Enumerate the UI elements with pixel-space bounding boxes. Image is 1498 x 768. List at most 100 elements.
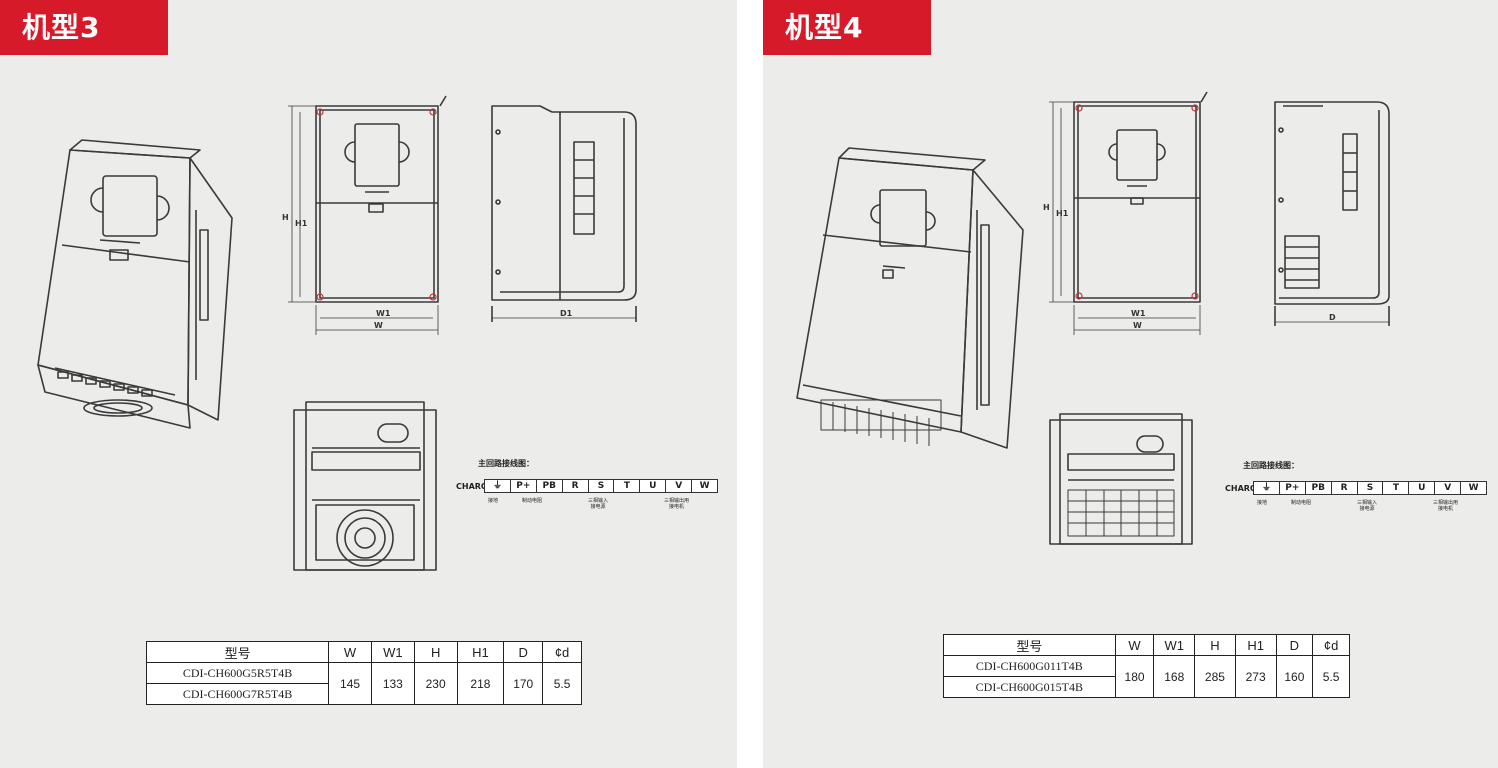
note-input: 三相输入 接电源 <box>588 498 609 510</box>
col-w: W <box>1114 634 1155 656</box>
terminal-ground: ⏚ <box>1254 482 1280 494</box>
perspective-view <box>796 147 1024 449</box>
side-view <box>1274 101 1390 326</box>
dim-d1: D1 <box>560 309 573 318</box>
dim-h: H <box>1043 203 1050 212</box>
dim-w: W <box>374 321 383 330</box>
note-input: 三相输入 接电源 <box>1357 500 1378 512</box>
front-view-mounting-holes <box>1075 104 1199 300</box>
dim-w: W <box>1133 321 1142 330</box>
terminal-u: U <box>1409 482 1436 494</box>
col-h1: H1 <box>1234 634 1277 656</box>
col-d: D <box>503 641 544 663</box>
front-view-mounting-holes <box>316 108 437 301</box>
terminal-strip: ⏚ P+ PB R S T U V W <box>484 479 718 493</box>
col-h: H <box>413 641 458 663</box>
terminal-v: V <box>1435 482 1462 494</box>
side-view <box>491 105 637 322</box>
dim-h: H <box>282 213 289 222</box>
table-row: CDI-CH600G011T4B 180 168 285 273 160 5.5 <box>943 655 1350 698</box>
wiring-title: 主回路接线图： <box>478 459 534 468</box>
col-model: 型号 <box>943 634 1116 656</box>
note-brake: 制动电阻 <box>1291 500 1312 506</box>
terminal-p: P+ <box>511 480 537 492</box>
terminal-t: T <box>1383 482 1410 494</box>
terminal-ground: ⏚ <box>485 480 511 492</box>
col-h1: H1 <box>456 641 505 663</box>
terminal-pb: PB <box>1306 482 1332 494</box>
charge-label: CHARGE <box>1225 484 1262 493</box>
terminal-w: W <box>1468 483 1479 493</box>
spec-table: 型号 W W1 H H1 D ¢d CDI-CH600G5R5T4B 145 1… <box>145 641 582 705</box>
note-brake: 制动电阻 <box>522 498 543 504</box>
terminal-s: S <box>1358 482 1384 494</box>
terminal-strip: ⏚ P+ PB R S T U V W <box>1253 481 1487 495</box>
front-view <box>315 95 447 303</box>
panel-title: 机型4 <box>763 0 931 55</box>
value-d: 160 <box>1275 655 1314 698</box>
note-output: 三相输出用 接电机 <box>664 498 690 510</box>
panel-model-3: 机型3 <box>0 0 737 768</box>
perspective-view <box>37 139 233 429</box>
col-w: W <box>328 641 372 663</box>
value-h: 230 <box>413 662 458 705</box>
value-hole: 5.5 <box>1312 655 1350 698</box>
wiring-title: 主回路接线图： <box>1243 461 1299 470</box>
value-w: 180 <box>1114 655 1155 698</box>
dim-d: D <box>1329 313 1336 322</box>
vent-grid <box>1067 489 1175 537</box>
table-row: CDI-CH600G015T4B <box>943 676 1350 698</box>
table-header-row: 型号 W W1 H H1 D ¢d <box>145 641 582 663</box>
front-view <box>1073 91 1208 303</box>
dimension-labels: W1 W H H1 D1 <box>282 213 573 330</box>
dim-h1: H1 <box>1056 209 1069 218</box>
col-hole: ¢d <box>542 641 582 663</box>
terminal-t: T <box>614 480 641 492</box>
panel-model-4: 机型4 <box>763 0 1498 768</box>
vent-slots <box>820 399 942 446</box>
col-w1: W1 <box>370 641 415 663</box>
col-w1: W1 <box>1153 634 1196 656</box>
model-cell: CDI-CH600G011T4B <box>943 655 1116 677</box>
dim-w1: W1 <box>376 309 391 318</box>
col-h: H <box>1194 634 1236 656</box>
terminal-pb: PB <box>537 480 563 492</box>
dim-w1: W1 <box>1131 309 1146 318</box>
model-cell: CDI-CH600G015T4B <box>943 676 1116 698</box>
note-output: 三相输出用 接电机 <box>1433 500 1459 512</box>
terminal-v: V <box>666 480 693 492</box>
terminal-r: R <box>563 480 589 492</box>
value-h: 285 <box>1194 655 1236 698</box>
note-ground: 接地 <box>1257 500 1268 506</box>
charge-label: CHARGE <box>456 482 493 491</box>
value-hole: 5.5 <box>542 662 582 705</box>
model-cell: CDI-CH600G7R5T4B <box>145 683 330 705</box>
front-view-dimensions <box>1049 101 1201 335</box>
model-cell: CDI-CH600G5R5T4B <box>145 662 330 684</box>
bottom-view <box>293 401 437 571</box>
value-d: 170 <box>503 662 544 705</box>
terminal-p: P+ <box>1280 482 1306 494</box>
dim-h1: H1 <box>295 219 308 228</box>
value-h1: 218 <box>456 662 505 705</box>
table-header-row: 型号 W W1 H H1 D ¢d <box>943 634 1350 656</box>
note-ground: 接地 <box>488 498 499 504</box>
col-hole: ¢d <box>1312 634 1350 656</box>
value-w1: 168 <box>1153 655 1196 698</box>
terminal-r: R <box>1332 482 1358 494</box>
terminal-w: W <box>699 481 710 491</box>
value-w1: 133 <box>370 662 415 705</box>
table-row: CDI-CH600G7R5T4B <box>145 683 582 705</box>
bottom-view <box>1049 413 1193 545</box>
drawing-model-3: W1 W H H1 D1 <box>37 95 637 571</box>
dimension-labels: W1 W H H1 D <box>1043 203 1336 330</box>
terminal-slots <box>57 371 153 397</box>
col-model: 型号 <box>145 641 330 663</box>
terminal-u: U <box>640 480 667 492</box>
value-h1: 273 <box>1234 655 1277 698</box>
terminal-s: S <box>589 480 615 492</box>
panel-title: 机型3 <box>0 0 168 55</box>
front-view-dimensions <box>288 105 439 335</box>
spec-table: 型号 W W1 H H1 D ¢d CDI-CH600G011T4B 180 1… <box>943 634 1350 698</box>
table-row: CDI-CH600G5R5T4B 145 133 230 218 170 5.5 <box>145 662 582 705</box>
